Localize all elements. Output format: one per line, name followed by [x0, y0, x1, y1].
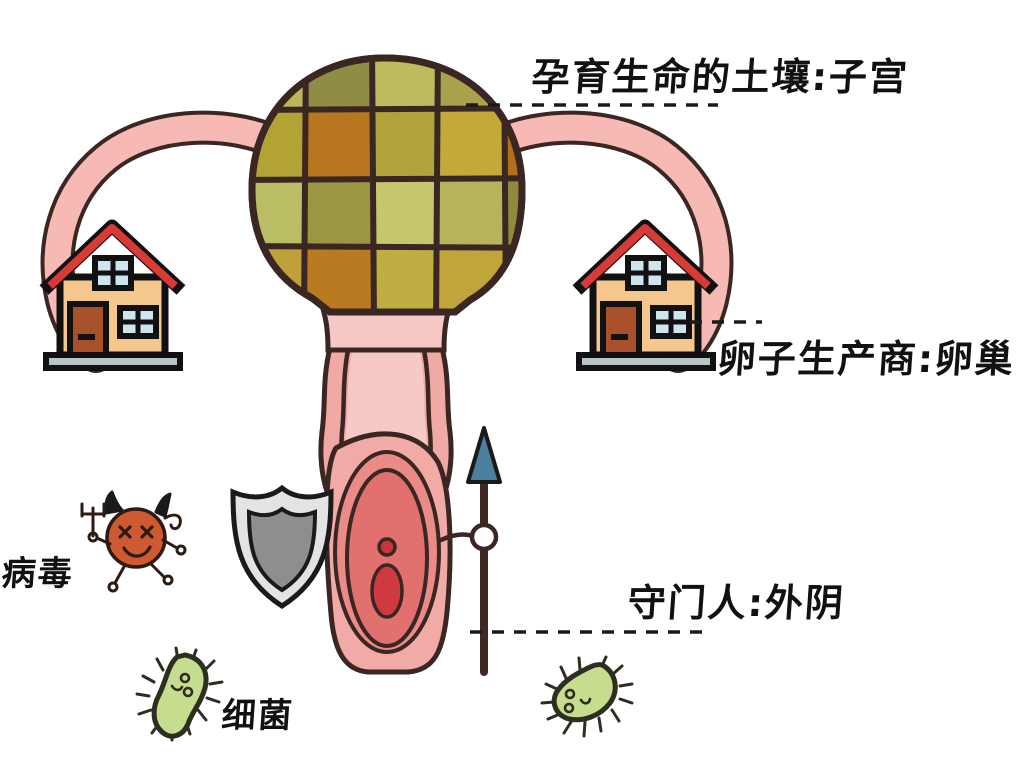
fallopian-tube-right: [473, 110, 734, 373]
spear-icon: [466, 426, 502, 676]
house-icon-right: [572, 219, 719, 371]
virus-body: [105, 507, 167, 569]
virus-devil-icon: [80, 490, 187, 593]
spear-grip: [469, 522, 499, 552]
label-virus: 病毒: [0, 554, 76, 594]
uterus-soil-grid: [248, 54, 526, 316]
bacteria-icon-left: [135, 646, 224, 742]
label-bacteria: 细菌: [220, 696, 296, 736]
vulva: [323, 431, 481, 675]
bacteria-icon-right: [540, 655, 634, 738]
vaginal-opening: [370, 563, 404, 619]
label-ovary: 卵子生产商:卵巢: [716, 337, 1017, 381]
house-icon-left: [39, 219, 186, 371]
label-uterus: 孕育生命的土壤:子宫: [530, 55, 911, 99]
label-vulva: 守门人:外阴: [626, 581, 847, 625]
spear-head: [466, 426, 502, 484]
shield-icon: [230, 484, 334, 609]
urethral-opening: [377, 537, 397, 557]
